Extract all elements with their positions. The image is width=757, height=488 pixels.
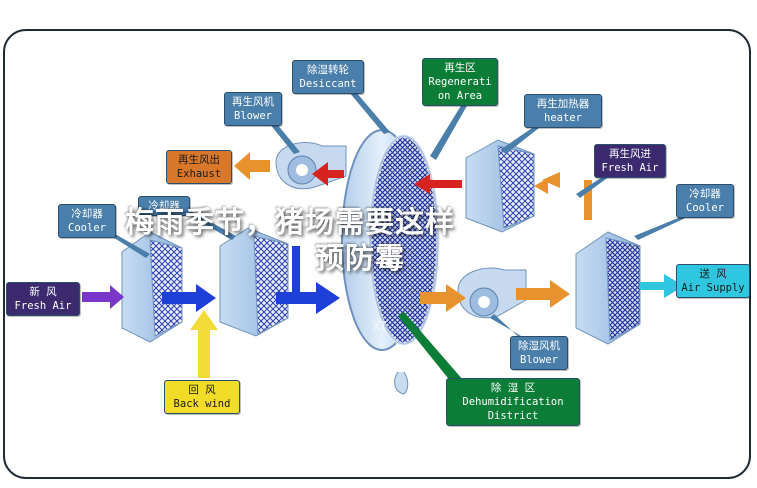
regen-blower-unit [275,142,347,190]
exhaust-label-zh: 再生风出 [178,154,220,166]
regen-heater-label: 再生加热器 heater [524,94,602,128]
desiccant-label-zh: 除湿转轮 [307,64,349,76]
regen-blower-label: 再生风机 Blower [224,92,282,126]
exhaust-label: 再生风出 Exhaust [166,150,232,184]
cooler-left-label-zh: 冷却器 [71,208,103,220]
cooler-mid-unit [219,227,289,337]
fresh-air-in-label-zh: 新 风 [29,286,57,298]
dehumidifying-blower-label-zh: 除湿风机 [518,340,560,352]
air-supply-label-zh: 送 风 [699,268,727,280]
dehumidification-district-label: 除 湿 区 Dehumidification District [446,378,580,426]
regen-fresh-air-label: 再生风进 Fresh Air [594,144,666,178]
dehumidifying-blower-label: 除湿风机 Blower [510,336,568,370]
dehumidification-district-label-en2: District [487,410,539,422]
cooler-right-label-zh: 冷却器 [689,188,721,200]
cooler-right-label: 冷却器 Cooler [676,184,734,218]
regeneration-area-label-en2: on Area [437,90,483,102]
air-supply-label-en: Air Supply [681,282,745,294]
watermark: XT [372,319,388,333]
dehumidification-district-label-en1: Dehumidification [462,396,564,408]
back-wind-label-zh: 回 风 [188,384,216,396]
back-wind-label: 回 风 Back wind [164,380,240,414]
headline-line-1: 梅雨季节，猪场需要这样 [125,205,456,239]
cooler-left-label-en: Cooler [68,222,106,234]
regen-blower-label-en: Blower [234,110,272,122]
fresh-air-in-label-en: Fresh Air [14,300,72,312]
regen-heater-label-zh: 再生加热器 [536,98,590,110]
regeneration-area-label-en1: Regenerati [428,76,492,88]
cooler-mid-label-zh: 冷却器 [148,200,180,212]
back-wind-label-en: Back wind [173,398,231,410]
heater-unit [465,139,535,233]
leader-lines [108,92,694,388]
regeneration-area-label-zh: 再生区 [444,62,476,74]
desiccant-label: 除湿转轮 Desiccant [292,60,364,94]
regen-heater-label-en: heater [544,112,582,124]
airflow-arrows [82,152,684,378]
cooler-right-label-en: Cooler [686,202,724,214]
dehumidification-district-label-zh: 除 湿 区 [490,382,536,394]
dehumidifying-blower-unit [457,267,527,319]
air-supply-label: 送 风 Air Supply [676,264,750,298]
regen-fresh-air-label-en: Fresh Air [601,162,659,174]
cooler-left-label: 冷却器 Cooler [58,204,116,238]
regen-fresh-air-label-zh: 再生风进 [609,148,651,160]
regen-blower-label-zh: 再生风机 [232,96,274,108]
headline-overlay: 梅雨季节，猪场需要这样 预防霉 [125,204,645,276]
regeneration-area-label: 再生区 Regenerati on Area [422,58,498,106]
dehumidifying-blower-label-en: Blower [520,354,558,366]
cooler-left-unit [121,231,183,343]
exhaust-label-en: Exhaust [176,168,222,180]
headline-line-2: 预防霉 [315,241,406,275]
desiccant-label-en: Desiccant [299,78,357,90]
cooler-mid-label: 冷却器 [138,196,190,216]
fresh-air-in-label: 新 风 Fresh Air [6,282,80,316]
cooler-right-unit [575,231,641,345]
